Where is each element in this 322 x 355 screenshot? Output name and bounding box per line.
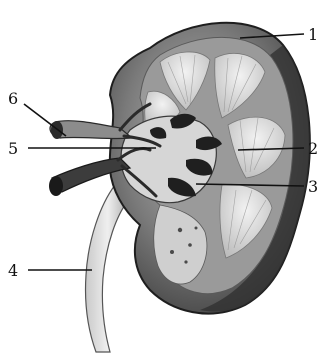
label-1: 1 — [308, 25, 318, 44]
leader-line-6 — [24, 104, 66, 136]
label-6: 6 — [8, 89, 18, 108]
label-3: 3 — [308, 177, 318, 196]
renal-artery-opening — [49, 176, 63, 196]
label-5: 5 — [8, 139, 18, 158]
ureter — [85, 185, 130, 352]
label-2: 2 — [308, 139, 318, 158]
label-4: 4 — [8, 261, 18, 280]
renal-pelvis — [121, 116, 216, 203]
